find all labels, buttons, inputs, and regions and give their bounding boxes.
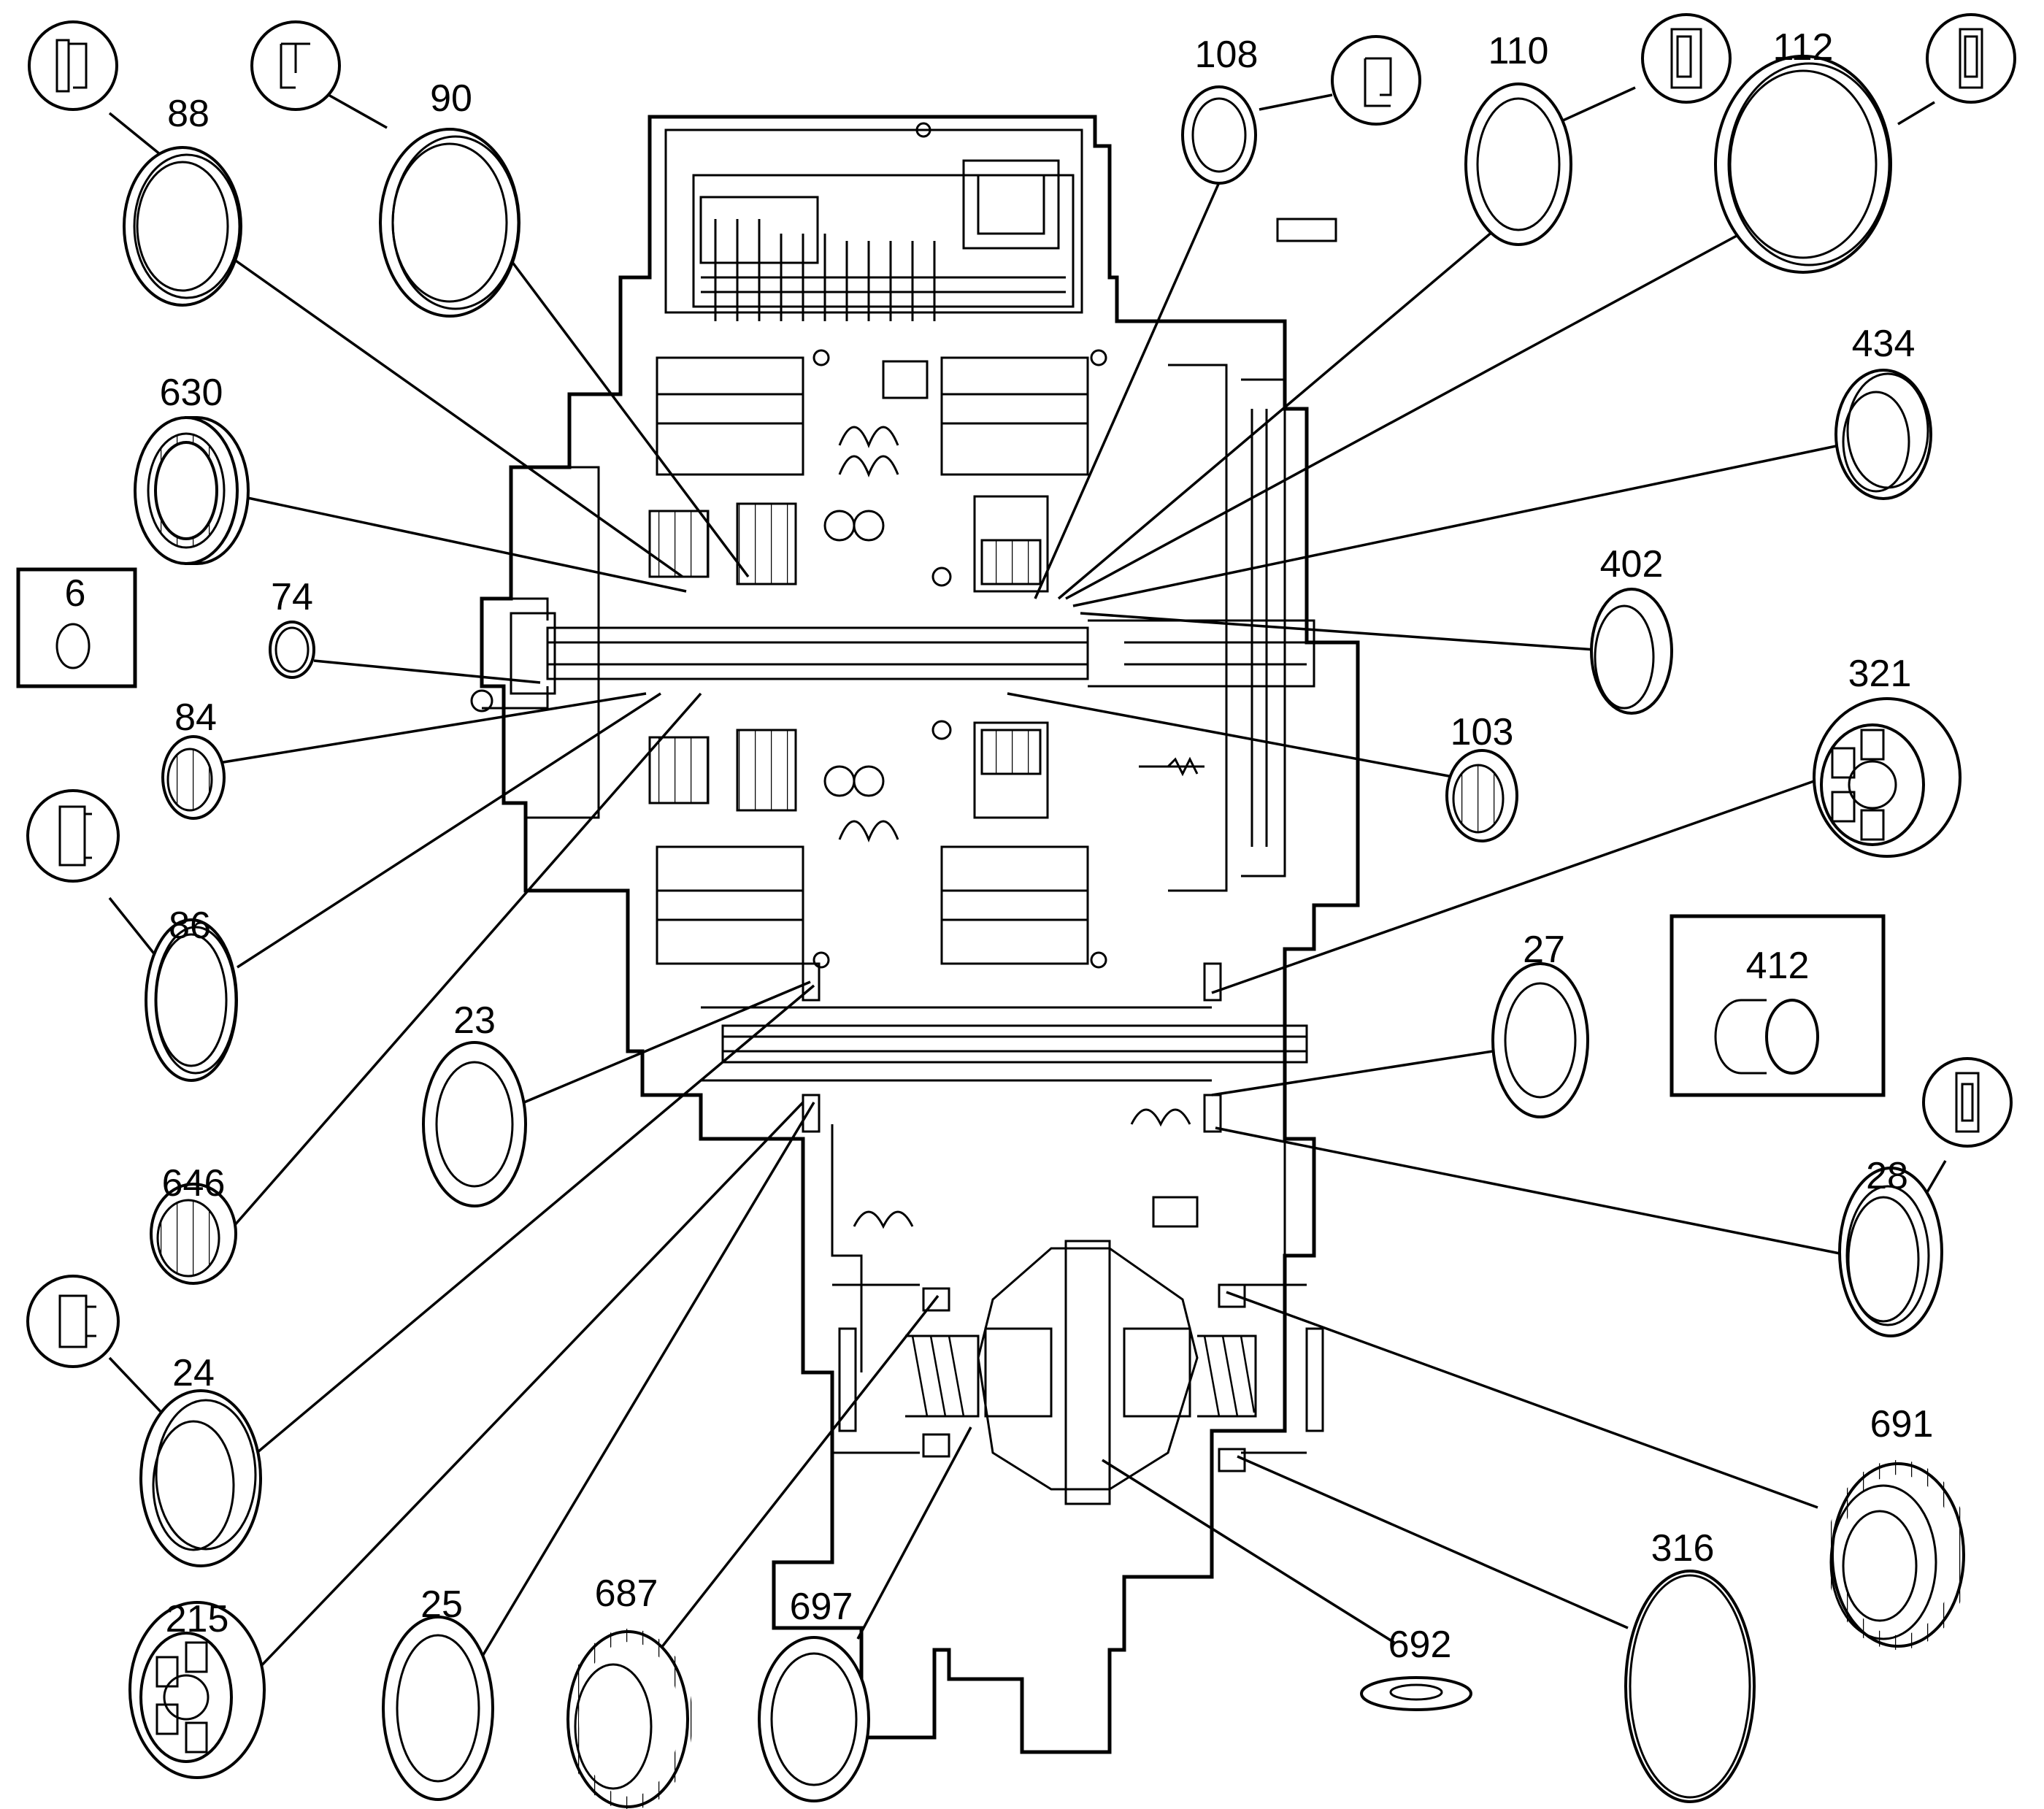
callout-28: 28 xyxy=(1866,1155,1908,1197)
callout-88: 88 xyxy=(167,93,210,135)
callout-697: 697 xyxy=(790,1586,853,1628)
callout-84: 84 xyxy=(174,696,217,739)
part-402-ring xyxy=(1590,588,1673,715)
part-90-seal xyxy=(379,128,520,318)
part-23-washer xyxy=(422,1041,527,1207)
callout-691: 691 xyxy=(1870,1403,1934,1445)
callout-316: 316 xyxy=(1651,1527,1715,1570)
part-103-bearing xyxy=(1445,749,1518,842)
part-24-seal xyxy=(139,1389,262,1567)
callout-321: 321 xyxy=(1848,653,1912,695)
callout-90: 90 xyxy=(430,77,472,120)
part-27-washer xyxy=(1491,962,1589,1118)
callout-23: 23 xyxy=(453,999,496,1042)
detail-circles xyxy=(26,13,2016,1368)
leader-lines xyxy=(108,86,1947,1673)
part-108-seal xyxy=(1181,85,1257,185)
part-112-seal xyxy=(1714,55,1892,274)
part-687-bearing xyxy=(566,1629,693,1809)
part-74-oring xyxy=(269,621,315,679)
part-25-washer xyxy=(382,1616,494,1801)
part-434-seal xyxy=(1834,369,1932,500)
callout-112: 112 xyxy=(1773,26,1834,69)
callout-110: 110 xyxy=(1488,30,1549,72)
callout-25: 25 xyxy=(420,1583,463,1626)
callout-402: 402 xyxy=(1600,543,1664,585)
callout-86: 86 xyxy=(169,904,211,947)
part-110-seal xyxy=(1464,82,1572,246)
callout-215: 215 xyxy=(166,1598,229,1640)
part-321-bearing xyxy=(1813,697,1962,858)
callout-646: 646 xyxy=(162,1162,226,1205)
part-691-bearing xyxy=(1826,1460,1970,1650)
callout-434: 434 xyxy=(1852,323,1916,365)
callout-6: 6 xyxy=(65,572,86,615)
callout-687: 687 xyxy=(595,1572,658,1615)
callout-24: 24 xyxy=(172,1352,215,1394)
callout-103: 103 xyxy=(1451,711,1514,753)
part-215-bearing xyxy=(128,1601,266,1779)
part-646-bearing xyxy=(150,1183,237,1285)
part-6-box xyxy=(16,567,137,688)
callout-412: 412 xyxy=(1746,945,1810,987)
callout-27: 27 xyxy=(1523,929,1565,971)
part-692-washer xyxy=(1360,1676,1472,1711)
callout-74: 74 xyxy=(271,576,313,618)
callout-630: 630 xyxy=(160,372,223,414)
part-412-box xyxy=(1670,914,1886,1097)
part-88-seal xyxy=(123,146,242,307)
part-86-seal xyxy=(145,918,238,1082)
callout-692: 692 xyxy=(1388,1624,1452,1666)
callout-108: 108 xyxy=(1195,34,1259,76)
part-316-washer xyxy=(1624,1570,1756,1803)
part-697-washer xyxy=(758,1636,870,1802)
part-84-bearing xyxy=(161,735,226,820)
part-28-seal xyxy=(1838,1167,1943,1337)
part-630-bearing xyxy=(134,416,250,565)
transmission-assembly xyxy=(470,115,1360,1754)
callout-labels: 88 90 108 110 112 630 434 6 74 402 84 10… xyxy=(65,26,1934,1666)
